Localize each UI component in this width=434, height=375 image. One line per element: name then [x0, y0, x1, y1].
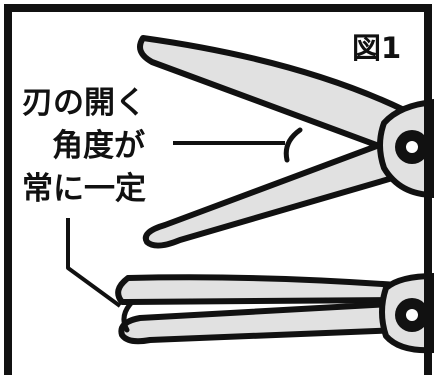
- open-angle-arc: [283, 127, 303, 163]
- figure-label: 図1: [352, 31, 401, 65]
- upper-blade-bottom: [142, 137, 423, 249]
- lower-pivot-screw-center: [406, 309, 418, 321]
- leader-line-lower: [66, 218, 122, 308]
- diagram-frame: [4, 4, 432, 375]
- upper-blade-top: [137, 35, 407, 153]
- lower-blade-top: [115, 274, 399, 305]
- closed-scissors: [115, 273, 434, 354]
- caption-line-3: 常に一定: [22, 171, 146, 207]
- caption-line-1: 刃の開く: [22, 85, 146, 121]
- open-scissors: [137, 35, 434, 249]
- lower-blade-bottom: [118, 301, 403, 345]
- open-angle-highlight: [286, 130, 395, 157]
- closed-angle-arc: [121, 299, 135, 333]
- upper-pivot-screw-center: [406, 141, 418, 153]
- caption-line-2: 角度が: [52, 128, 145, 164]
